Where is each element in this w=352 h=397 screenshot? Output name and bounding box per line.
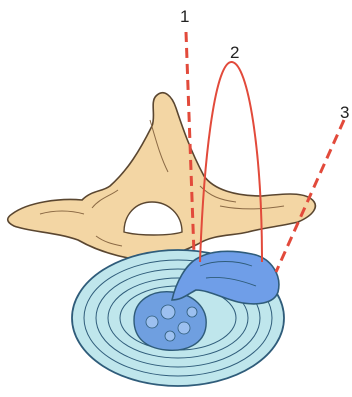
nucleus-pulposus [134, 292, 206, 351]
label-1: 1 [180, 7, 189, 26]
label-3: 3 [340, 103, 349, 122]
label-2: 2 [230, 43, 239, 62]
vertebra-bone [8, 93, 316, 259]
